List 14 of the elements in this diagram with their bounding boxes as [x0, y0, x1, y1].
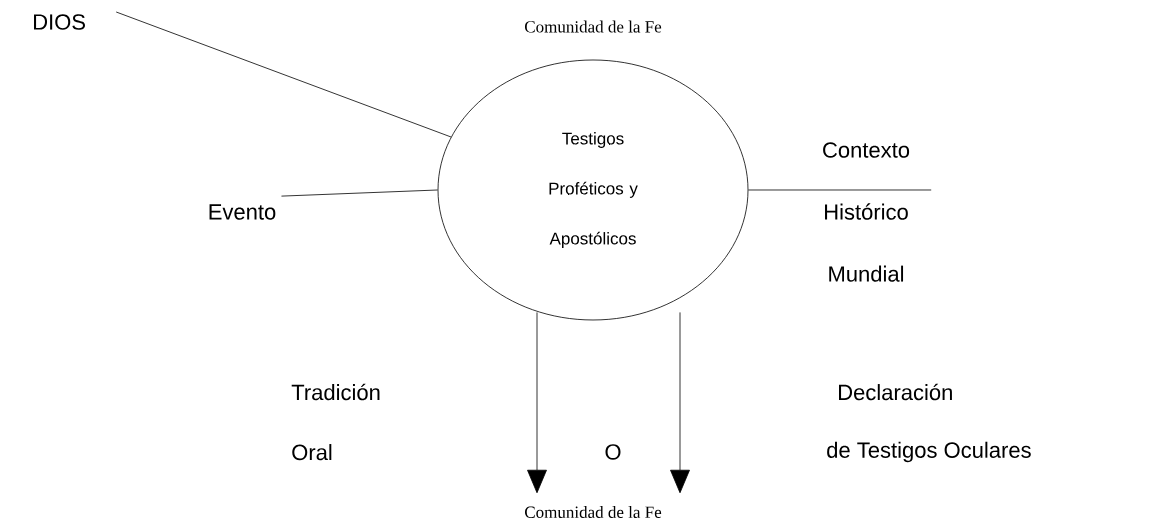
arrow — [527, 312, 547, 494]
text-label: DIOS — [34, 14, 85, 30]
text-label: Evento — [209, 204, 276, 220]
text-label: Declaración — [839, 383, 952, 401]
node-label: Comunidad de la Fe — [525, 20, 662, 33]
text-label: de Testigos Oculares — [827, 441, 1031, 463]
arrow — [670, 312, 690, 494]
connector-line — [115, 11, 452, 138]
connector-line — [281, 189, 438, 197]
text-label: Tradición Oral — [291, 383, 380, 461]
connector-line — [748, 189, 932, 191]
text-label: Comunidad de la Fe — [525, 506, 662, 518]
text-label: O — [605, 444, 621, 460]
text-label: Contexto Histórico Mundial — [823, 142, 910, 282]
